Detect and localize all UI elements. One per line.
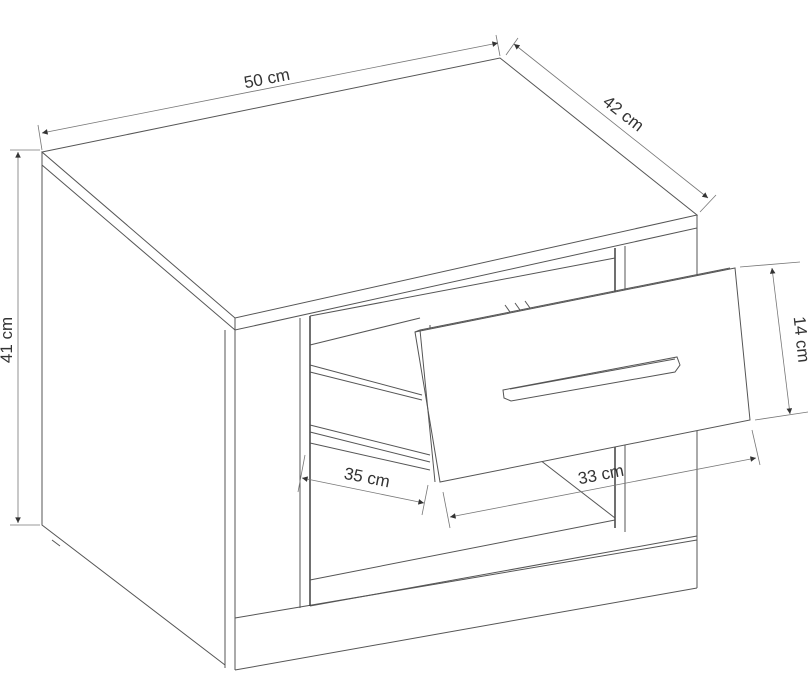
- drawer-handle: [502, 356, 681, 402]
- drawer-front: [414, 267, 751, 483]
- drawer-height-label: 14 cm: [790, 315, 808, 363]
- dimension-drawer-height: 14 cm: [739, 261, 808, 421]
- dimension-drawer-depth: 35 cm: [297, 454, 429, 516]
- plinth-top: [234, 539, 698, 619]
- left-side-panel: [41, 165, 226, 666]
- depth-label: 42 cm: [599, 92, 647, 135]
- drawer-depth-label: 35 cm: [343, 464, 392, 491]
- top-surface: [40, 57, 699, 319]
- width-label: 50 cm: [242, 65, 291, 92]
- height-label: 41 cm: [0, 317, 16, 363]
- dimension-height: 41 cm: [0, 149, 40, 526]
